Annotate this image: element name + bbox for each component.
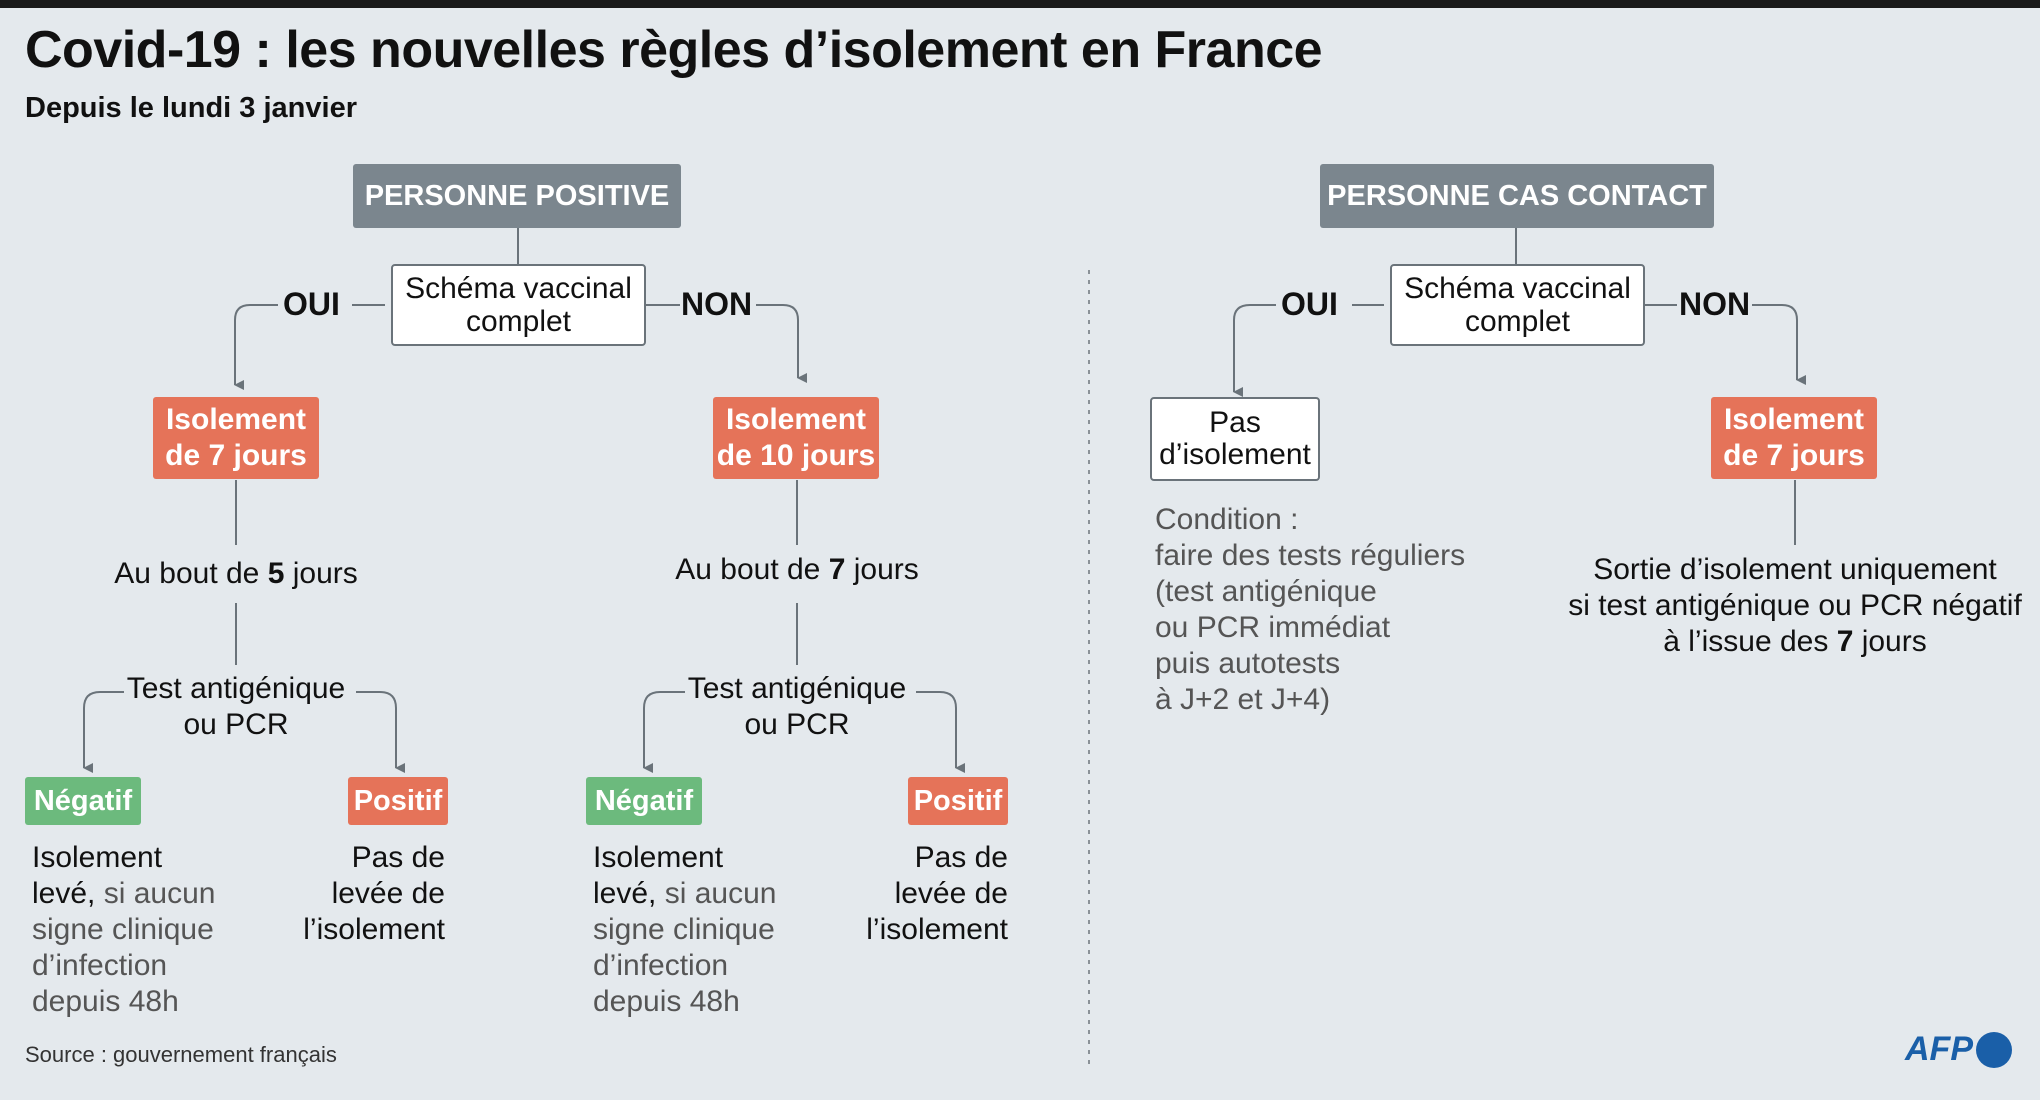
positive-question-box: Schéma vaccinal complet <box>391 264 646 346</box>
result-line: Isolement <box>32 841 163 874</box>
result-line: d’infection <box>593 949 729 982</box>
isolation-line: de 10 jours <box>716 439 876 472</box>
after-post: jours <box>845 553 919 586</box>
test-line: Test antigénique <box>126 672 346 705</box>
result-line: depuis 48h <box>593 985 740 1018</box>
result-line: levée de <box>331 877 445 910</box>
condition-line: Condition : <box>1155 503 1299 536</box>
isolation-10-days-box: Isolement de 10 jours <box>713 397 879 479</box>
positive-result-text: Pas de levée de l’isolement <box>843 840 1008 948</box>
result-bold: levé, <box>32 877 96 910</box>
question-line: Schéma vaccinal <box>1404 272 1631 305</box>
test-line: ou PCR <box>183 708 289 741</box>
result-line: d’isolement <box>1159 438 1311 471</box>
isolation-line: de 7 jours <box>165 439 307 472</box>
question-line: Schéma vaccinal <box>405 272 632 305</box>
contact-yes-label: OUI <box>1281 286 1338 322</box>
negative-badge: Négatif <box>25 777 141 825</box>
isolation-line: Isolement <box>165 403 307 436</box>
isolation-line: de 7 jours <box>1723 439 1865 472</box>
result-line: Pas <box>1209 406 1261 439</box>
positive-header: PERSONNE POSITIVE <box>353 164 681 228</box>
logo-dot-icon <box>1976 1031 2012 1068</box>
result-line: d’infection <box>32 949 168 982</box>
exit-line: si test antigénique ou PCR négatif <box>1568 589 2022 622</box>
isolation-7-days-box: Isolement de 7 jours <box>153 397 319 479</box>
after-days: 5 <box>267 557 285 590</box>
result-line: signe clinique <box>593 913 775 946</box>
negative-result-text: Isolement levé, si aucun signe clinique … <box>32 840 215 1020</box>
condition-line: faire des tests réguliers <box>1155 539 1466 572</box>
contact-no-label: NON <box>1679 286 1751 322</box>
after-pre: Au bout de <box>675 553 829 586</box>
after-pre: Au bout de <box>114 557 268 590</box>
top-bar <box>0 0 2040 8</box>
exit-text: Sortie d’isolement uniquement si test an… <box>1555 552 2035 660</box>
result-rest: si aucun <box>95 877 216 910</box>
test-text: Test antigénique ou PCR <box>116 671 356 743</box>
positive-result-text: Pas de levée de l’isolement <box>280 840 445 948</box>
after-days-text: Au bout de 5 jours <box>106 556 366 592</box>
logo-text: AFP <box>1905 1030 1973 1068</box>
question-line: complet <box>465 305 572 338</box>
negative-badge: Négatif <box>586 777 702 825</box>
result-line: levée de <box>894 877 1008 910</box>
condition-line: ou PCR immédiat <box>1155 611 1391 644</box>
after-days-text: Au bout de 7 jours <box>667 552 927 588</box>
afp-logo: AFP <box>1905 1030 2012 1069</box>
test-line: ou PCR <box>744 708 850 741</box>
result-line: depuis 48h <box>32 985 179 1018</box>
result-line: Isolement <box>593 841 724 874</box>
contact-question-box: Schéma vaccinal complet <box>1390 264 1645 346</box>
after-days: 7 <box>828 553 846 586</box>
exit-line: à l’issue des <box>1663 625 1837 658</box>
result-line: Pas de <box>914 841 1008 874</box>
condition-line: (test antigénique <box>1155 575 1377 608</box>
test-line: Test antigénique <box>687 672 907 705</box>
isolation-7-days-box: Isolement de 7 jours <box>1711 397 1877 479</box>
positive-badge: Positif <box>348 777 448 825</box>
exit-days: 7 <box>1836 625 1854 658</box>
source-text: Source : gouvernement français <box>25 1042 337 1067</box>
result-line: Pas de <box>351 841 445 874</box>
negative-result-text: Isolement levé, si aucun signe clinique … <box>593 840 776 1020</box>
positive-no-label: NON <box>681 286 753 322</box>
exit-post: jours <box>1853 625 1927 658</box>
isolation-line: Isolement <box>725 403 867 436</box>
contact-header: PERSONNE CAS CONTACT <box>1320 164 1714 228</box>
result-line: signe clinique <box>32 913 214 946</box>
condition-text: Condition : faire des tests réguliers (t… <box>1155 502 1465 718</box>
positive-badge: Positif <box>908 777 1008 825</box>
result-line: l’isolement <box>303 913 445 946</box>
test-text: Test antigénique ou PCR <box>677 671 917 743</box>
result-rest: si aucun <box>656 877 777 910</box>
after-post: jours <box>284 557 358 590</box>
page-subtitle: Depuis le lundi 3 janvier <box>25 92 357 124</box>
positive-yes-label: OUI <box>283 286 340 322</box>
result-line: l’isolement <box>866 913 1008 946</box>
condition-line: puis autotests <box>1155 647 1341 680</box>
result-bold: levé, <box>593 877 657 910</box>
page-title: Covid-19 : les nouvelles règles d’isolem… <box>25 21 1323 79</box>
isolation-line: Isolement <box>1723 403 1865 436</box>
condition-line: à J+2 et J+4) <box>1155 683 1331 716</box>
no-isolation-box: Pas d’isolement <box>1150 397 1320 481</box>
exit-line: Sortie d’isolement uniquement <box>1593 553 1997 586</box>
question-line: complet <box>1464 305 1571 338</box>
